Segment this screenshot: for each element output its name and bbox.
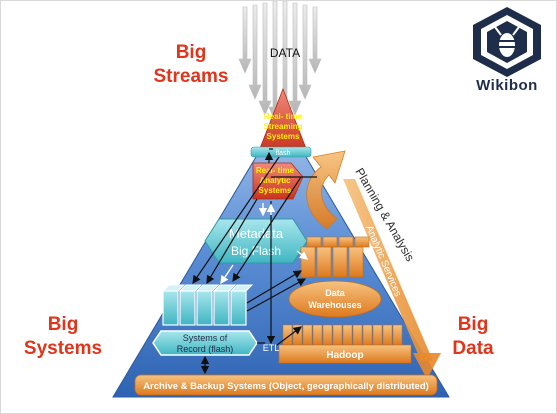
systems-of-record-box (152, 330, 258, 356)
analytic-services-band (343, 179, 441, 379)
flash-band-label: flash (276, 150, 291, 157)
hadoop-servers (282, 324, 403, 346)
streaming-text-2: Streaming (263, 122, 302, 131)
incoming-data-arrows (238, 1, 322, 122)
archive-label: Archive & Backup Systems (Object, geogra… (143, 381, 429, 392)
streaming-text-1: Real- time (264, 112, 303, 121)
big-data-line1: Big (457, 314, 489, 335)
hadoop-label: Hadoop (326, 350, 363, 361)
data-warehouses-cylinder (288, 280, 382, 318)
big-streams-title: Big Streams (141, 41, 241, 89)
big-data-title: Big Data (433, 313, 513, 361)
analytic-text-1: Real- time (256, 166, 295, 175)
metadata-arrows (220, 203, 309, 285)
servers-cluster-tops (161, 284, 254, 292)
etl-label: ETL (263, 343, 280, 353)
big-systems-line1: Big (47, 314, 79, 335)
big-systems-title: Big Systems (13, 313, 113, 361)
analytic-text-3: Systems (259, 186, 292, 195)
metadata-text-1: Metadata (229, 226, 284, 241)
metadata-big-flash (204, 218, 308, 264)
flow-arrows (192, 148, 317, 375)
curved-loop-arrow (306, 150, 346, 230)
hadoop-bar (278, 344, 412, 364)
warehouse-servers (300, 236, 370, 278)
metadata-text-2: Big Flash (231, 244, 281, 258)
servers-cluster (162, 290, 247, 326)
dw-text-2: Warehouses (308, 300, 361, 310)
data-label: DATA (270, 46, 300, 60)
bee-hexagon-icon (473, 7, 541, 77)
analytic-systems-shape (252, 162, 304, 200)
archive-bar (134, 374, 438, 396)
sor-text-1: Systems of (183, 333, 228, 343)
big-streams-line2: Streams (153, 66, 229, 87)
streaming-text-3: Systems (267, 132, 300, 141)
operations-label: Operations (157, 207, 198, 265)
wikibon-logo-text: Wikibon (476, 77, 538, 94)
big-streams-line1: Big (175, 42, 207, 63)
sor-text-2: Record (flash) (177, 344, 234, 354)
big-data-line2: Data (452, 338, 494, 359)
dw-text-1: Data (325, 288, 346, 298)
big-systems-line2: Systems (23, 338, 103, 359)
analytic-text-2: Analytic (259, 176, 291, 185)
